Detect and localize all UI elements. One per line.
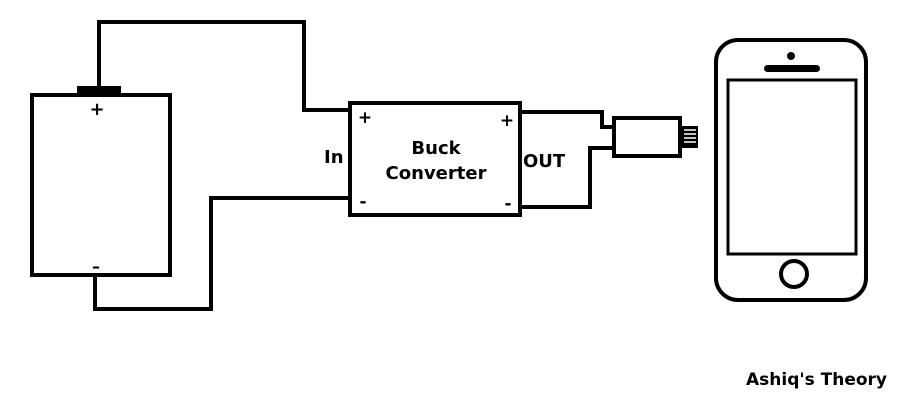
usb-connector: [612, 116, 698, 158]
buck-converter-box: [348, 101, 522, 217]
phone-camera: [787, 52, 795, 60]
battery-negative-sign: –: [92, 257, 100, 276]
wire-battery-negative-to-converter-in: [93, 196, 352, 311]
converter-in-negative-sign: -: [359, 192, 366, 212]
phone-speaker: [764, 65, 820, 72]
battery: + –: [30, 86, 172, 277]
wire-battery-positive-to-converter-in: [97, 20, 352, 112]
converter-output-label: OUT: [523, 151, 566, 172]
battery-terminal: [77, 86, 121, 95]
converter-out-positive-sign: +: [500, 111, 514, 131]
battery-body: [30, 93, 172, 277]
phone-home-button: [779, 259, 809, 289]
battery-positive-sign: +: [89, 99, 104, 120]
buck-converter: Buck Converter + - + -: [348, 101, 522, 217]
credit-watermark: Ashiq's Theory: [746, 370, 887, 390]
phone-screen: [726, 78, 858, 256]
usb-plug-body: [612, 116, 682, 158]
converter-in-positive-sign: +: [358, 108, 372, 128]
converter-out-negative-sign: -: [504, 194, 511, 214]
converter-title-line1: Buck: [411, 138, 461, 159]
converter-input-label: In: [324, 147, 344, 168]
usb-tip-pins: [684, 129, 696, 143]
wire-converter-out-positive-to-usb: [518, 110, 616, 129]
smartphone: [714, 38, 868, 302]
converter-title-line2: Converter: [386, 163, 487, 184]
wire-converter-out-negative-to-usb: [518, 146, 616, 209]
